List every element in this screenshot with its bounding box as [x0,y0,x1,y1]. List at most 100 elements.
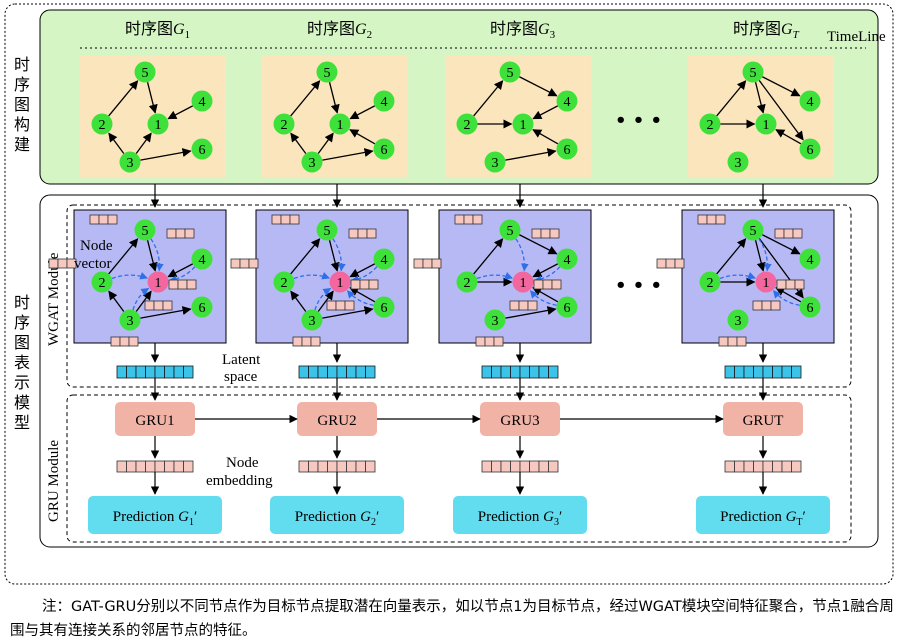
graph-node-1 [147,113,169,135]
vector-cell [674,258,685,269]
vector-cell [177,279,188,290]
vertical-label-char: 图 [14,95,30,114]
prediction-box [696,496,830,534]
vector-cell [752,300,763,311]
vector-cell [248,258,259,269]
vector-cell [350,279,361,290]
node-label-1: 1 [763,276,770,291]
node-label-5: 5 [324,66,331,81]
embedding-cell [762,460,773,473]
graph-node-2 [456,271,478,293]
embedding-cell [183,460,194,473]
graph-edge [775,129,802,145]
vertical-label-char: 时 [14,55,30,74]
vector-cell [144,300,155,311]
vector-cell [168,279,179,290]
graph-edge [532,129,559,145]
graph-node-1 [329,113,351,135]
graph-edge [317,132,334,154]
wgat-edge [140,306,192,319]
wgat-edge [532,287,559,303]
embedding-cell [145,460,156,473]
latent-cell [308,365,319,379]
graph-edge [146,82,158,114]
wgat-edge [290,290,307,312]
graph-node-4 [191,248,213,270]
graph-node-1 [512,113,534,135]
graph-node-6 [556,296,578,318]
vector-cell [422,258,433,269]
latent-cell [327,365,338,379]
node-vector-4 [166,228,195,239]
node-label-1: 1 [337,276,344,291]
gru-box [115,402,195,436]
node-label-6: 6 [381,301,388,316]
graph-node-5 [499,219,521,241]
node-vector-5 [89,214,118,225]
node-vector-1 [752,300,781,311]
node-label-4: 4 [564,95,571,110]
prediction-box [270,496,404,534]
vector-cell [162,300,173,311]
embedding-cell [317,460,328,473]
latent-cell [126,365,137,379]
graph-node-5 [499,61,521,83]
node-label-4: 4 [564,253,571,268]
graph-node-3 [727,151,749,173]
vector-cell [166,228,177,239]
wgat-edge [519,234,558,255]
latent-cell [548,365,559,379]
embedding-cell [529,460,540,473]
vector-cell [289,214,300,225]
graph-node-6 [191,138,213,160]
embedding-cell [753,460,764,473]
vertical-label-char: 表 [14,353,30,372]
prediction-label: Prediction G2′ [295,509,380,528]
node-label-1: 1 [155,276,162,291]
latent-cell [734,365,745,379]
vector-cell [110,336,121,347]
graph-node-5 [134,61,156,83]
vector-cell [344,300,355,311]
attention-edge [332,238,346,272]
vector-cell [715,214,726,225]
node-label-2: 2 [707,118,714,133]
graph-node-3 [301,309,323,331]
node-label-6: 6 [199,301,206,316]
gru-box [723,402,803,436]
vertical-label-char: 构 [14,115,30,134]
gru-module-label: GRU Module [46,440,62,522]
graph-node-4 [373,90,395,112]
attention-edge [529,290,557,306]
node-vector-label-1: Node [80,238,113,254]
vector-cell [785,279,796,290]
vector-cell [697,214,708,225]
figure-caption: 注：GAT-GRU分别以不同节点作为目标节点提取潜在向量表示，如以节点1为目标节… [10,599,894,639]
attention-edge [132,287,150,311]
vector-cell [518,300,529,311]
wgat-module-frame [66,204,852,388]
vertical-label-char: 模 [14,393,30,412]
graph-edge [140,148,192,161]
node-vector-5 [697,214,726,225]
vertical-label-char: 建 [14,135,30,154]
vector-cell [230,258,241,269]
vector-cell [184,228,195,239]
prediction-box [88,496,222,534]
node-vector-4 [348,228,377,239]
embedding-cell [346,460,357,473]
graph-edge [108,132,125,154]
embedding-cell [500,460,511,473]
node-vector-1 [509,300,538,311]
latent-cell [298,365,309,379]
latent-cell [173,365,184,379]
graph-node-2 [699,271,721,293]
latent-space-label-1: Latent [222,352,261,368]
vertical-label-char: 示 [14,373,30,392]
graph-node-1 [755,271,777,293]
graph-node-4 [373,248,395,270]
latent-cell [164,365,175,379]
